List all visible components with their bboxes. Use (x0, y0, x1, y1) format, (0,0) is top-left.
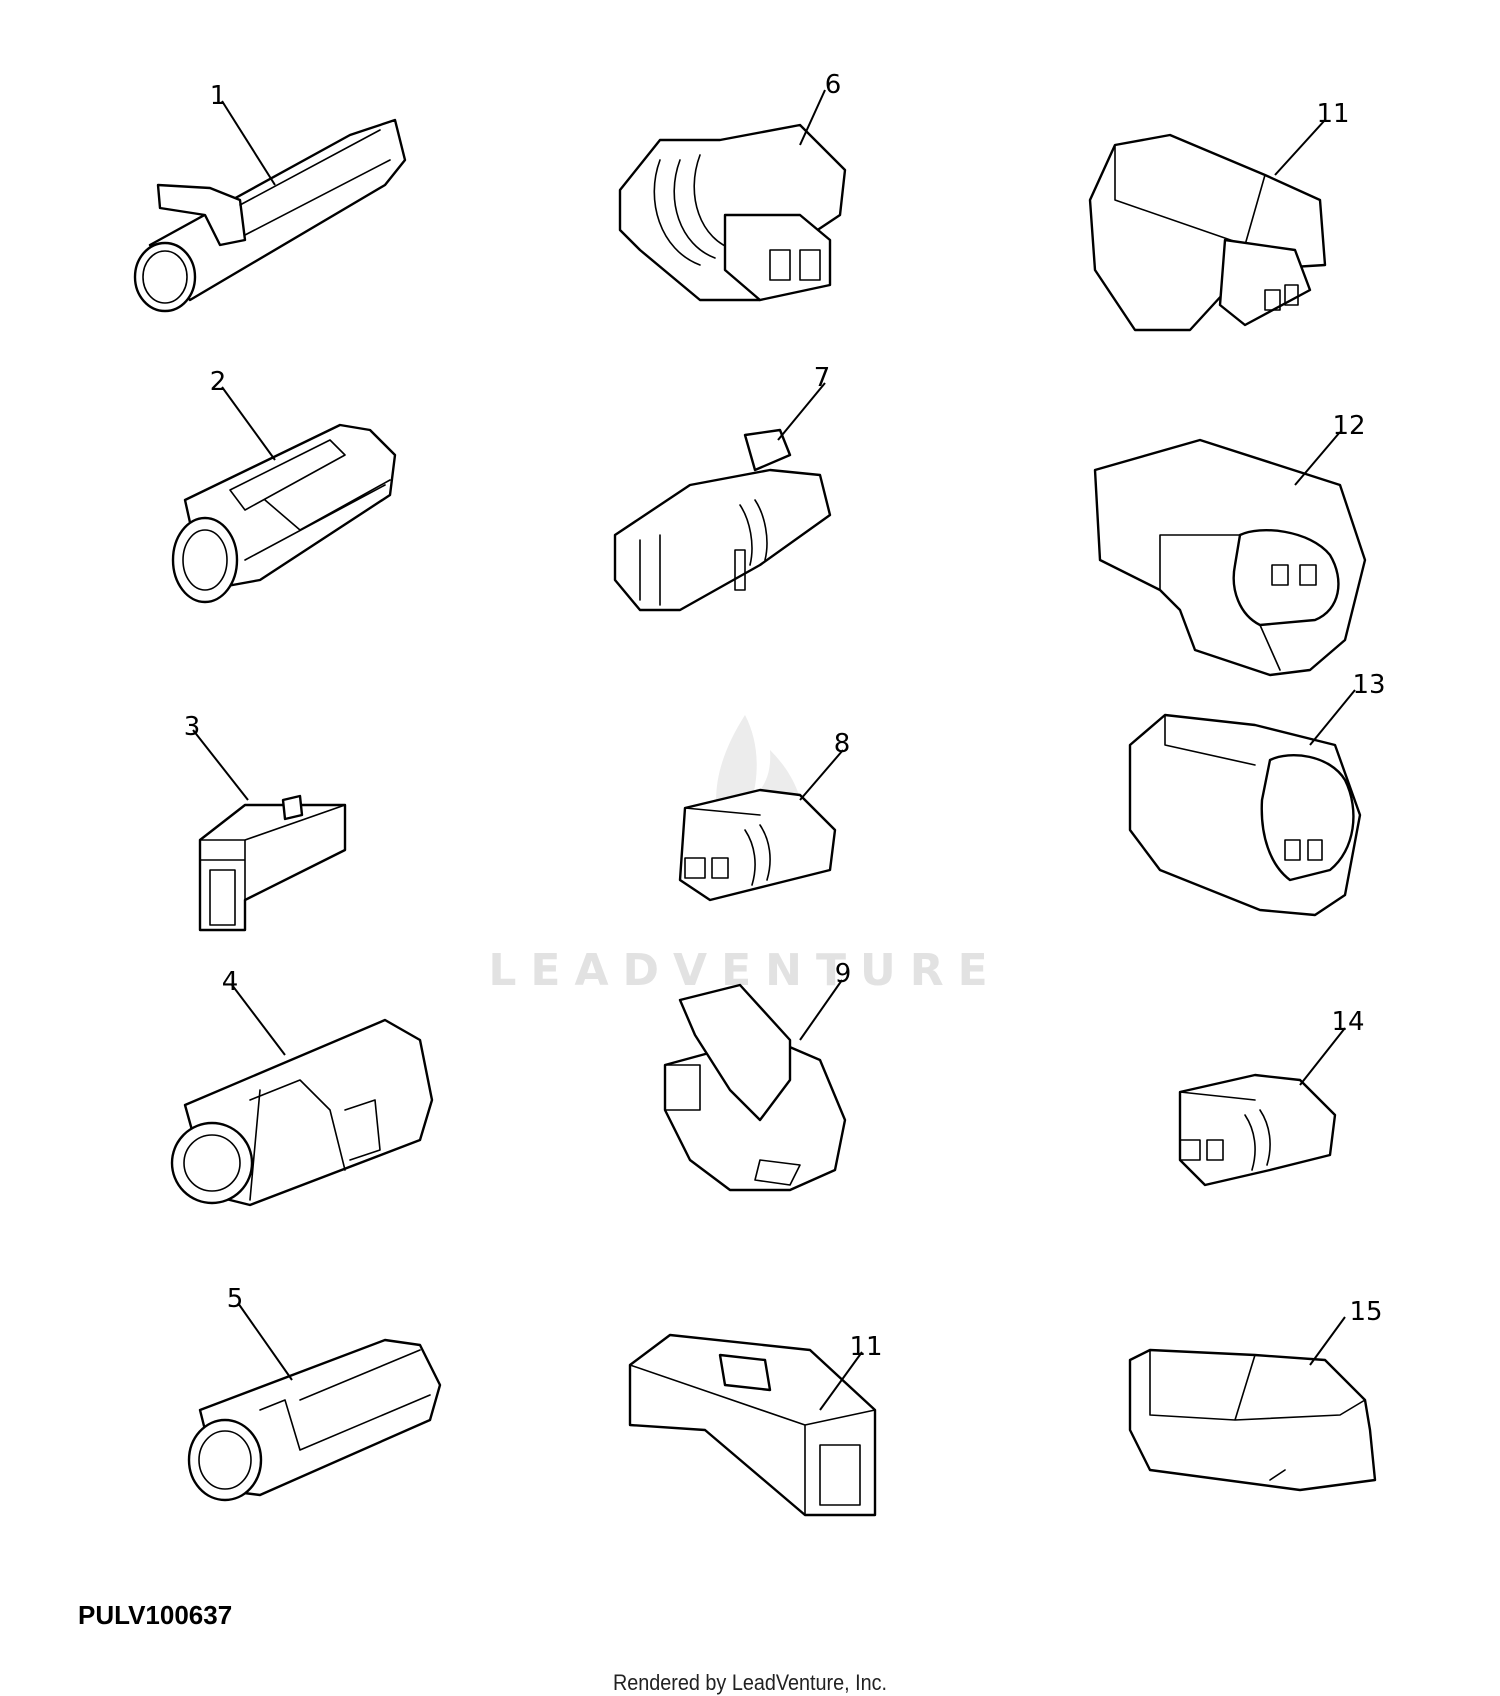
callout-12: 12 (1332, 411, 1365, 441)
callout-13: 13 (1352, 670, 1385, 700)
connector-15: 15 (1128, 1297, 1383, 1492)
callout-3: 3 (184, 712, 201, 742)
callout-2: 2 (210, 367, 227, 397)
callout-8: 8 (834, 729, 851, 759)
callout-6: 6 (825, 70, 842, 100)
connector-11a: 11 (1088, 99, 1350, 332)
connector-1: 1 (133, 81, 407, 313)
callout-1: 1 (210, 81, 227, 111)
connector-7: 7 (613, 363, 832, 612)
connector-12: 12 (1093, 411, 1367, 677)
connector-14: 14 (1178, 1007, 1365, 1187)
connector-4: 4 (170, 967, 434, 1207)
callout-9: 9 (835, 959, 852, 989)
connector-2: 2 (171, 367, 397, 604)
callout-5: 5 (227, 1284, 244, 1314)
connector-8: 8 (678, 729, 851, 902)
watermark-text: LEADVENTURE (488, 945, 1001, 996)
render-credit: Rendered by LeadVenture, Inc. (612, 1670, 888, 1695)
callout-4: 4 (222, 967, 239, 997)
callout-14: 14 (1331, 1007, 1364, 1037)
connector-5: 5 (187, 1284, 442, 1502)
connector-9: 9 (663, 959, 852, 1192)
callout-11b: 11 (849, 1332, 882, 1362)
callout-7: 7 (814, 363, 831, 393)
diagram-id: PULV100637 (78, 1600, 233, 1630)
connector-11b: 11 (628, 1332, 883, 1517)
connector-3: 3 (184, 712, 347, 932)
callout-11a: 11 (1316, 99, 1349, 129)
connector-6: 6 (618, 70, 847, 302)
callout-15: 15 (1349, 1297, 1382, 1327)
connector-13: 13 (1128, 670, 1386, 917)
